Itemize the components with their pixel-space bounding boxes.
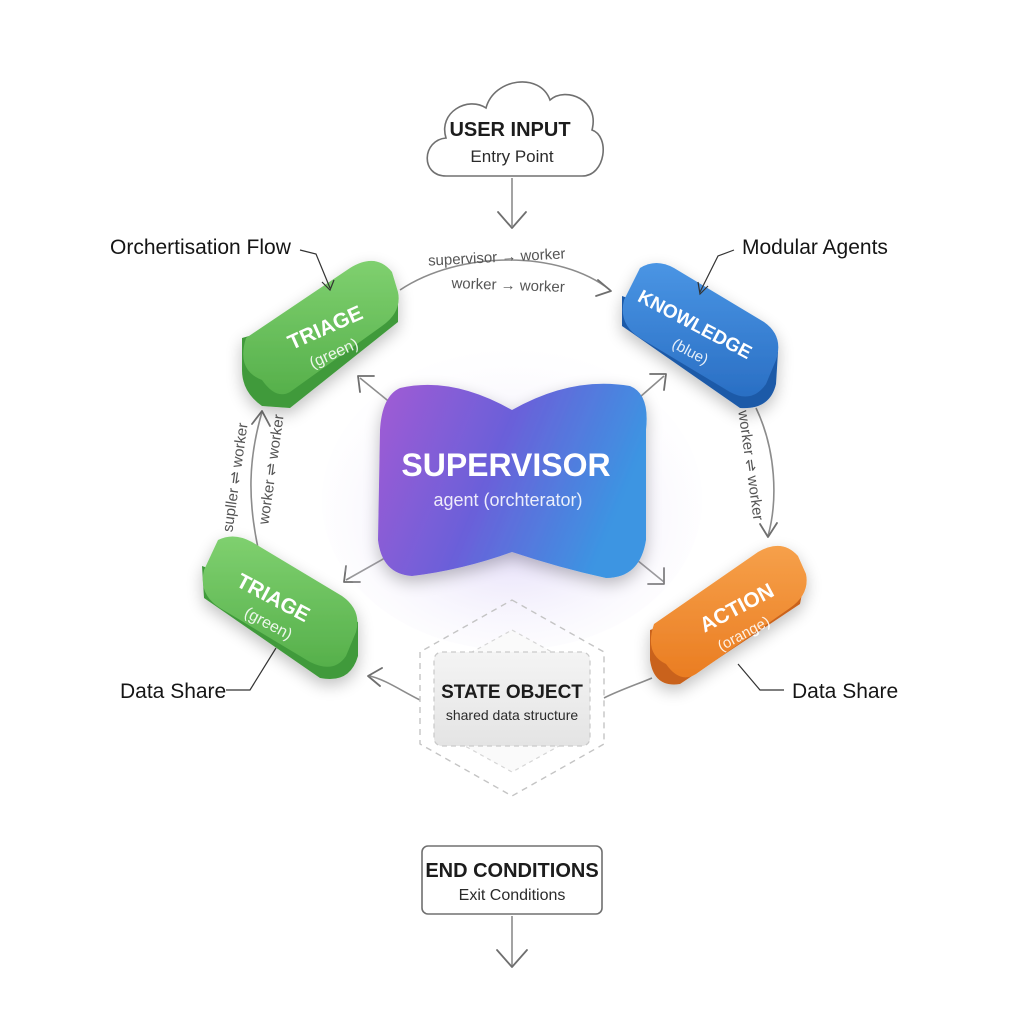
left-flow-arrowhead — [251, 410, 271, 427]
supervisor-subtitle: agent (orchterator) — [433, 490, 582, 510]
left-flow-arc — [250, 411, 263, 549]
triage-bottom-node: TRIAGE (green) — [202, 536, 358, 680]
end-conditions-title: END CONDITIONS — [425, 860, 598, 882]
user-input-node: USER INPUT Entry Point — [426, 81, 604, 177]
state-to-triage-link — [369, 675, 421, 701]
triage-bottom-face — [202, 536, 358, 667]
knowledge-node: KNOWLEDGE (blue) — [622, 263, 779, 409]
supervisor-shape — [378, 383, 647, 578]
callout-modular-label: Modular Agents — [742, 236, 888, 259]
right-flow-arrowhead — [759, 522, 778, 538]
callout-data-share-right-label: Data Share — [792, 680, 898, 703]
state-card — [433, 651, 591, 747]
user-input-cloud-shape — [426, 81, 604, 177]
right-flow-arc — [755, 407, 775, 537]
state-to-action-link — [603, 677, 653, 699]
knowledge-face — [622, 263, 779, 397]
user-input-subtitle: Entry Point — [470, 147, 553, 166]
user-input-arrow — [497, 178, 527, 229]
triage-top-face — [243, 260, 399, 395]
top-flow-arc — [399, 259, 611, 291]
flow-label-worker-worker-top: worker → worker — [450, 275, 565, 296]
action-face — [650, 545, 807, 678]
end-conditions-subtitle: Exit Conditions — [459, 887, 566, 904]
callout-data-share-left: Data Share — [120, 647, 277, 703]
flow-label-left-2: worker ⇌ worker — [255, 413, 287, 526]
triage-top-node: TRIAGE (green) — [242, 260, 399, 408]
flow-label-right-1: worker ⇌ worker — [734, 408, 766, 521]
callout-data-share-left-label: Data Share — [120, 680, 226, 703]
supervisor-node: SUPERVISOR agent (orchterator) — [322, 350, 702, 650]
end-conditions-arrow — [496, 916, 528, 968]
state-title: STATE OBJECT — [441, 682, 583, 703]
end-conditions-node: END CONDITIONS Exit Conditions — [421, 845, 603, 915]
callout-modular: Modular Agents — [697, 236, 888, 296]
state-subtitle: shared data structure — [446, 707, 579, 723]
callout-data-share-right: Data Share — [737, 663, 898, 703]
state-object-node: STATE OBJECT shared data structure — [419, 599, 605, 797]
callout-orchestration: Orchertisation Flow — [110, 236, 335, 292]
flow-label-supervisor-worker: supervisor → worker — [428, 245, 566, 269]
flow-label-left-1: supller ⇌ worker — [219, 422, 251, 533]
end-conditions-box — [421, 845, 603, 915]
callout-orchestration-label: Orchertisation Flow — [110, 236, 292, 259]
supervisor-title: SUPERVISOR — [401, 447, 610, 483]
top-flow-arrowhead — [595, 279, 612, 297]
user-input-title: USER INPUT — [449, 119, 570, 141]
